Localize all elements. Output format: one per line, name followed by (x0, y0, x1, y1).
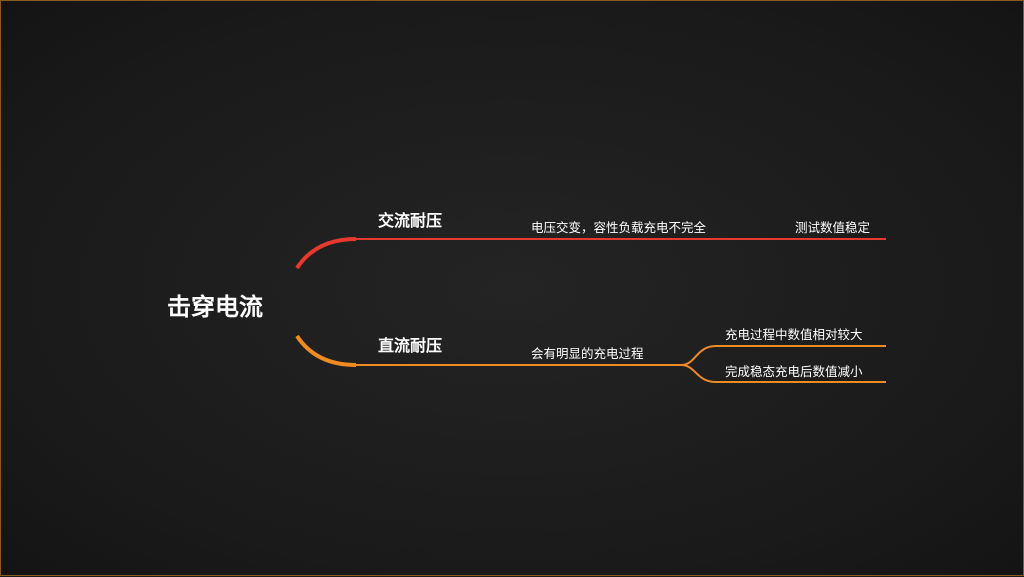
dc-leaf-1[interactable]: 充电过程中数值相对较大 (725, 327, 863, 342)
connector-dc-leaf-2 (680, 364, 886, 383)
ac-child[interactable]: 电压交变，容性负载充电不完全 (531, 220, 707, 235)
dc-leaf-2[interactable]: 完成稳态充电后数值减小 (725, 364, 863, 379)
connector-ac-curve (295, 237, 357, 270)
branch-dc[interactable]: 直流耐压 (378, 336, 443, 355)
connector-dc-leaf-1 (680, 345, 886, 366)
connector-dc-curve (295, 334, 357, 367)
connector-ac (296, 238, 886, 269)
ac-leaf[interactable]: 测试数值稳定 (795, 220, 871, 235)
root-topic[interactable]: 击穿电流 (167, 293, 263, 321)
dc-child[interactable]: 会有明显的充电过程 (531, 346, 644, 361)
branch-ac[interactable]: 交流耐压 (378, 211, 443, 230)
